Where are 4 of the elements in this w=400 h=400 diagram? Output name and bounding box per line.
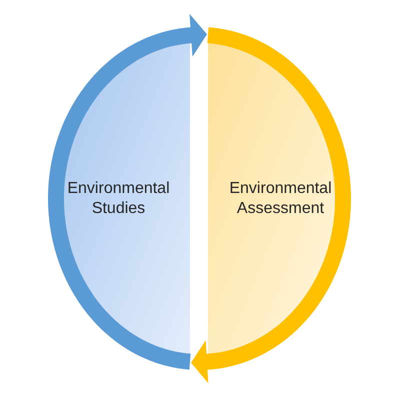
half-circle-panel	[208, 43, 335, 354]
node-label: Environmental Studies	[66, 178, 171, 218]
half-circle-panel	[64, 43, 190, 354]
node-label: Environmental Assessment	[228, 178, 333, 218]
